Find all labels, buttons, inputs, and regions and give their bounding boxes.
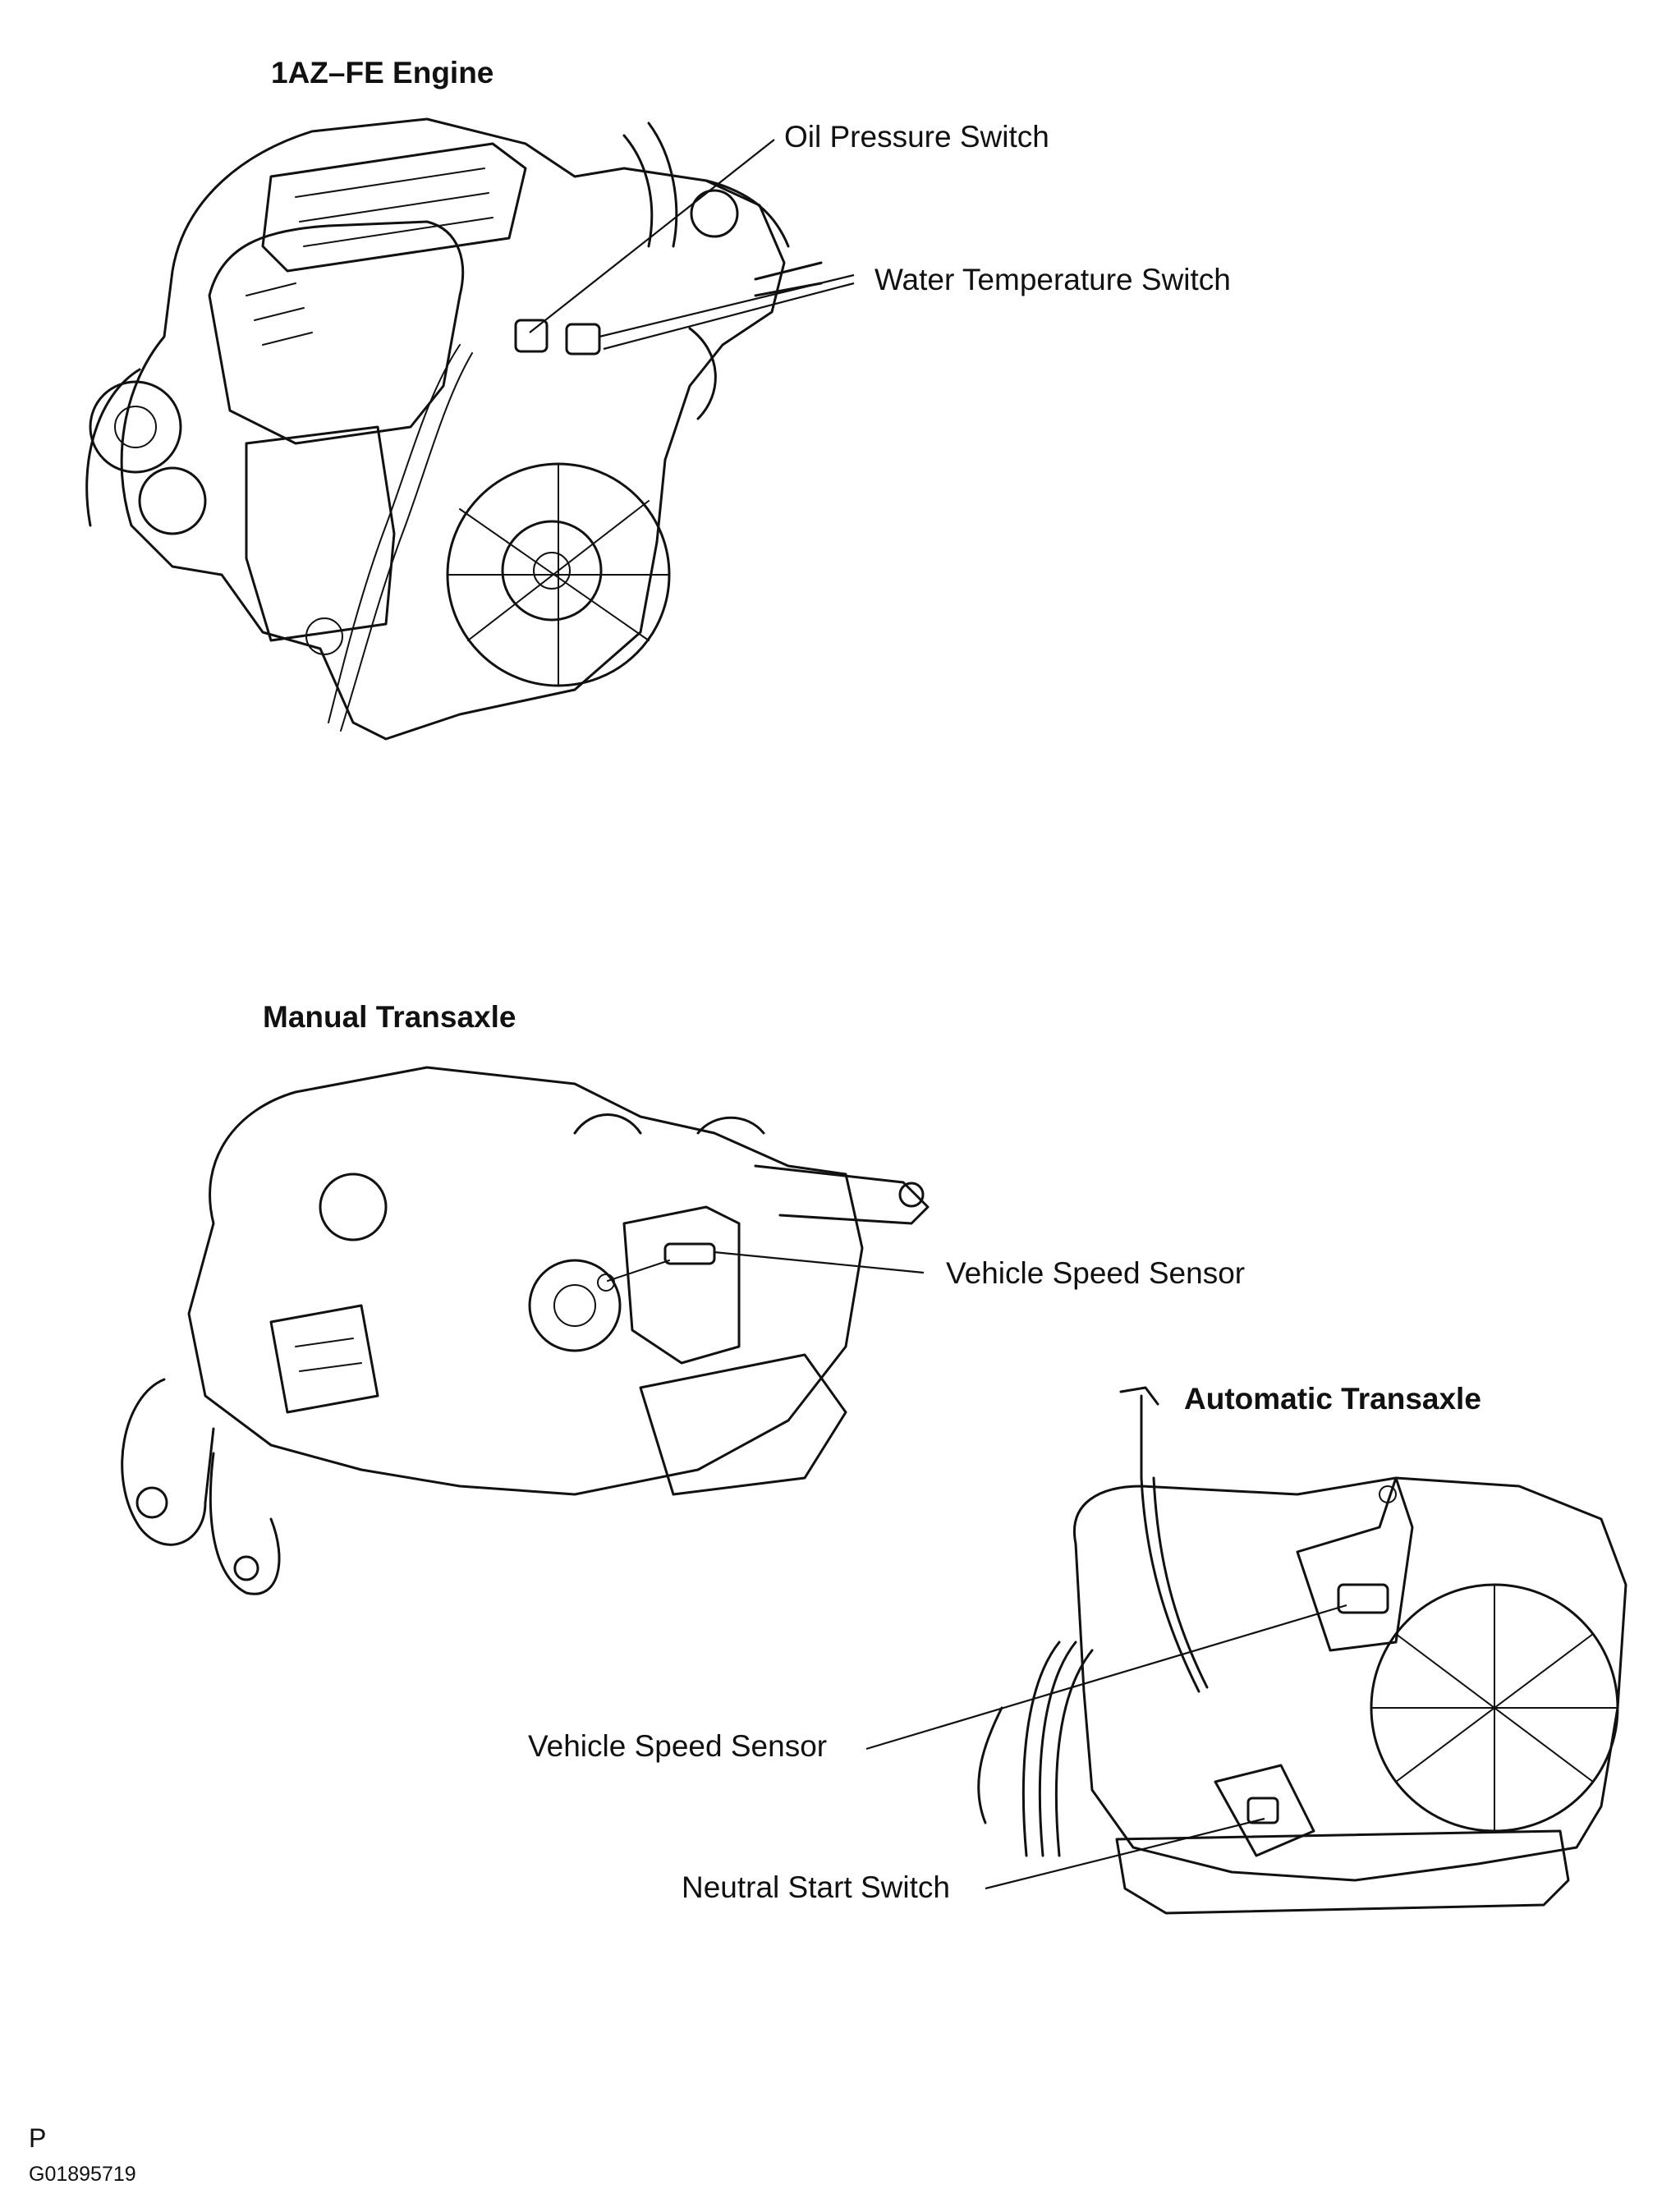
leader-automatic-vehicle-speed-sensor: [865, 1604, 1347, 1751]
engine-illustration: [85, 117, 823, 741]
callout-automatic-vehicle-speed-sensor: Vehicle Speed Sensor: [528, 1729, 828, 1763]
footer-letter: P: [29, 2123, 47, 2153]
leader-manual-vehicle-speed-sensor: [714, 1251, 925, 1274]
callout-water-temperature-switch: Water Temperature Switch: [875, 263, 1231, 296]
automatic-transaxle-illustration: [977, 1386, 1627, 1915]
section-title-engine: 1AZ–FE Engine: [271, 56, 494, 89]
leader-lines: [529, 139, 1347, 1890]
manual-transaxle-illustration: [121, 1066, 930, 1595]
leader-water-temperature-switch-2: [603, 282, 855, 351]
section-title-manual-transaxle: Manual Transaxle: [263, 1000, 516, 1034]
leader-oil-pressure-switch: [529, 139, 775, 333]
callout-manual-vehicle-speed-sensor: Vehicle Speed Sensor: [946, 1256, 1246, 1290]
callout-neutral-start-switch: Neutral Start Switch: [682, 1870, 950, 1904]
leader-water-temperature-switch-1: [599, 273, 855, 338]
figure-code: G01895719: [29, 2163, 136, 2186]
section-title-automatic-transaxle: Automatic Transaxle: [1184, 1382, 1481, 1416]
leader-neutral-start-switch: [985, 1817, 1265, 1890]
callout-oil-pressure-switch: Oil Pressure Switch: [784, 120, 1049, 154]
